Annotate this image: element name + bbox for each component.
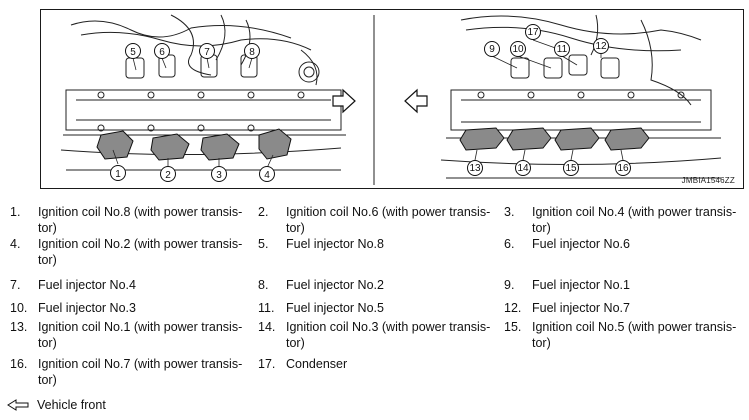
legend-item-number: 5. — [258, 237, 269, 251]
legend-item-number: 4. — [10, 237, 21, 251]
legend-item-text: Fuel injector No.2 — [286, 278, 384, 292]
callout-13: 13 — [469, 163, 481, 174]
callout-17: 17 — [527, 27, 539, 38]
legend-item-text: Fuel injector No.5 — [286, 301, 384, 315]
legend-item-number: 16. — [10, 357, 28, 371]
right-engine-view — [440, 14, 722, 179]
callout-2: 2 — [165, 170, 171, 181]
right-ignition-coils — [459, 127, 650, 151]
callout-11: 11 — [557, 44, 568, 55]
callout-3: 3 — [216, 170, 222, 181]
engine-illustration: 1 2 3 4 5 6 7 8 — [60, 14, 722, 185]
callout-9: 9 — [489, 44, 495, 55]
left-callouts — [110, 43, 275, 182]
legend-item-number: 3. — [504, 205, 515, 219]
legend-item-text: Fuel injector No.3 — [38, 301, 136, 315]
legend-item-text: Ignition coil No.4 (with power transis- … — [532, 205, 737, 235]
legend-item-number: 1. — [10, 205, 21, 219]
legend-item-number: 9. — [504, 278, 515, 292]
callout-8: 8 — [249, 47, 255, 58]
legend-item-number: 14. — [258, 320, 276, 334]
legend-item-number: 10. — [10, 301, 28, 315]
right-callouts — [467, 24, 631, 176]
legend-item-number: 15. — [504, 320, 522, 334]
engine-figure: 1 2 3 4 5 6 7 8 — [40, 9, 744, 189]
callout-12: 12 — [595, 41, 607, 52]
callout-6: 6 — [159, 47, 165, 58]
legend-item-text: Fuel injector No.8 — [286, 237, 384, 251]
legend-item-text: Ignition coil No.7 (with power transis- … — [38, 357, 243, 387]
legend-item-text: Fuel injector No.1 — [532, 278, 630, 292]
legend-item-text: Ignition coil No.6 (with power transis- … — [286, 205, 491, 235]
legend-item-number: 12. — [504, 301, 522, 315]
arrow-right-outline-icon — [332, 88, 356, 114]
legend-item-number: 2. — [258, 205, 269, 219]
legend-item-text: Ignition coil No.1 (with power transis- … — [38, 320, 243, 350]
vehicle-front-note: Vehicle front — [7, 398, 106, 412]
callout-14: 14 — [517, 163, 529, 174]
callout-16: 16 — [617, 163, 629, 174]
legend-item-number: 17. — [258, 357, 276, 371]
arrow-left-outline-icon — [404, 88, 428, 114]
legend-item-text: Ignition coil No.3 (with power transis- … — [286, 320, 491, 350]
legend-item-text: Fuel injector No.6 — [532, 237, 630, 251]
legend-item-text: Ignition coil No.5 (with power transis- … — [532, 320, 737, 350]
legend-item-number: 11. — [258, 301, 275, 315]
legend-item-text: Condenser — [286, 357, 348, 371]
figure-code: JMBIA1546ZZ — [681, 176, 735, 185]
callout-1: 1 — [115, 169, 121, 180]
callout-10: 10 — [512, 44, 524, 55]
legend-item-text: Ignition coil No.8 (with power transis- … — [38, 205, 243, 235]
legend-item-number: 13. — [10, 320, 28, 334]
legend-item-number: 6. — [504, 237, 515, 251]
arrow-left-outline-icon — [7, 399, 29, 411]
vehicle-front-label: Vehicle front — [37, 398, 106, 412]
legend-item-text: Fuel injector No.7 — [532, 301, 630, 315]
callout-4: 4 — [264, 170, 270, 181]
callout-5: 5 — [130, 47, 136, 58]
callout-15: 15 — [565, 163, 577, 174]
legend-item-text: Ignition coil No.2 (with power transis- … — [38, 237, 243, 267]
left-ignition-coils — [96, 128, 292, 161]
legend-item-text: Fuel injector No.4 — [38, 278, 136, 292]
legend-item-number: 7. — [10, 278, 21, 292]
legend-item-number: 8. — [258, 278, 269, 292]
callout-7: 7 — [204, 47, 210, 58]
